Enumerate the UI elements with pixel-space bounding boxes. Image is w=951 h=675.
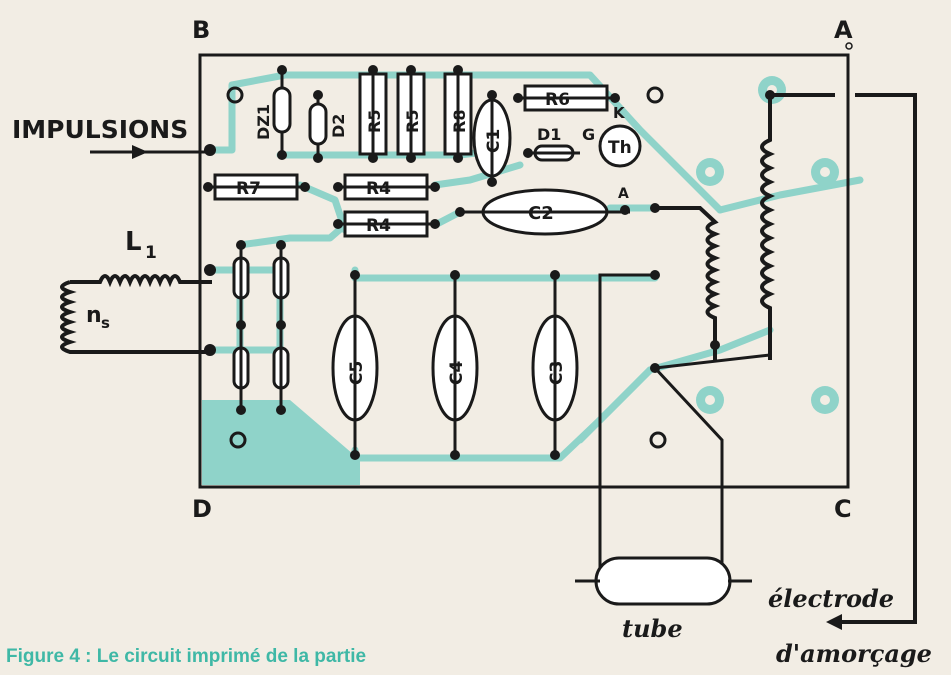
r7-label: R7 [236,179,261,199]
mounting-holes [226,86,667,449]
dz1-body [272,86,292,134]
thyristor-body [598,124,642,168]
r8-label: R8 [450,110,469,133]
d1-label: D1 [537,125,561,144]
pcb-outline [198,53,850,489]
electrode-label-line1: électrode [768,584,894,613]
dz1-label: DZ1 [254,104,273,140]
corner-label-b: B [192,16,210,44]
c1-label: C1 [484,129,504,153]
d2-body [308,102,328,146]
tube [575,556,752,606]
c2-label: C2 [528,203,554,224]
solder-pads [203,65,775,460]
teal-pad-holes [705,85,830,405]
figure-caption: Figure 4 : Le circuit imprimé de la part… [6,646,367,667]
ns-label: n [86,303,102,328]
d2-label: D2 [329,114,348,138]
r4b-label: R4 [366,216,391,236]
electrode-arrowhead [826,614,842,630]
transformer-coils [655,93,917,624]
input-arrowhead [132,145,148,159]
copper-traces [206,71,864,462]
a-pin-label: A [618,186,629,202]
c4-label: C4 [447,361,467,385]
electrode-label-line2: d'amorçage [776,639,932,668]
r5a-label: R5 [365,110,384,133]
input-label: IMPULSIONS [12,115,188,144]
ground-plane [202,400,360,485]
r6-label: R6 [545,90,570,110]
r4a-label: R4 [366,179,391,199]
ns-subscript: s [101,314,110,332]
corner-label-d: D [192,495,212,523]
corner-a-dot [845,42,853,50]
th-label: Th [608,138,632,158]
r5b-label: R5 [403,110,422,133]
tube-wiring [598,273,771,585]
corner-label-c: C [834,495,852,523]
k-label: K [613,104,626,122]
corner-label-a: A [834,16,853,44]
l1-subscript: 1 [145,243,157,263]
l1-label: L [125,227,142,257]
c5-label: C5 [347,361,367,385]
c3-label: C3 [547,361,567,385]
tube-label: tube [622,614,683,643]
l1-coil [60,274,212,354]
g-label: G [582,125,595,144]
